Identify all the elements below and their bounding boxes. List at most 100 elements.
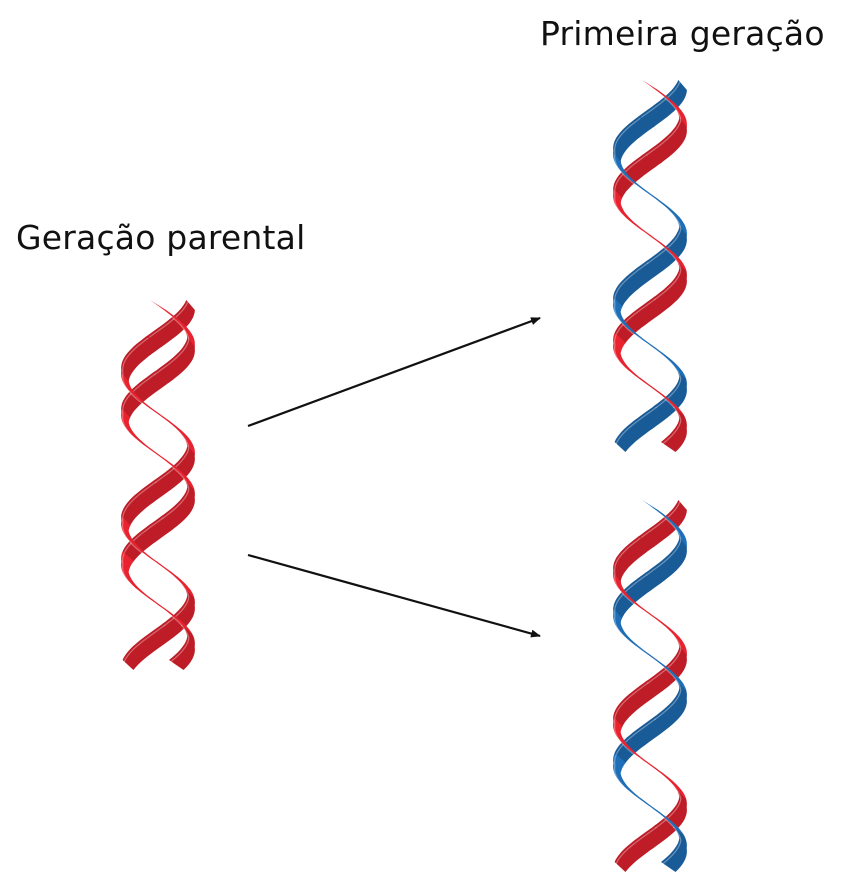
first-generation-label: Primeira geração [540, 14, 825, 53]
first-gen-bottom-strand-a-segment-highlight [613, 610, 638, 648]
first-gen-top-strand-a-segment-highlight [643, 81, 682, 120]
first-gen-top-strand-a-segment [626, 368, 685, 416]
first-gen-top-strand-b-segment [613, 296, 650, 344]
first-gen-bottom-strand-a-segment [613, 608, 651, 656]
arrow-to-bottom-molecule [247, 553, 541, 638]
first-gen-top-strand-a-segment [614, 296, 670, 344]
parental-generation-label: Geração parental [16, 218, 306, 257]
first-gen-bottom-strand-a-segment [613, 572, 663, 620]
first-gen-top-strand-b-segment-highlight [638, 81, 681, 120]
first-gen-top-strand-a-segment [661, 404, 687, 452]
parental-strand-b-segment-highlight [146, 301, 189, 340]
first-gen-bottom-strand-b-segment [613, 536, 655, 584]
arrow-to-top-molecule [247, 316, 541, 428]
parental-strand-b-segment [162, 587, 195, 635]
first-gen-bottom-strand-a-segment [661, 824, 687, 872]
parental-strand-a-segment-highlight [151, 301, 190, 340]
parental-strand-a-segment [169, 623, 195, 670]
first-gen-bottom-strand-b-segment-highlight [614, 682, 650, 720]
parental-strand-a-segment-highlight [153, 337, 190, 376]
first-gen-top-strand-b-segment-highlight [646, 226, 682, 264]
first-gen-bottom-strand-a-segment [626, 788, 685, 836]
first-gen-bottom-strand-b-segment-highlight [613, 718, 637, 757]
first-gen-bottom-strand-a-segment [613, 752, 643, 800]
first-gen-bottom-strand-b-segment-highlight [613, 537, 641, 576]
first-gen-top-strand-a-segment-highlight [662, 406, 682, 445]
parental-strand-a-segment-highlight [143, 445, 188, 483]
first-gen-bottom-strand-b-segment [654, 788, 687, 836]
parental-strand-b-segment-highlight [121, 337, 149, 375]
first-gen-bottom-strand-a-segment [653, 680, 687, 728]
parental-strand-b-segment-highlight [150, 409, 190, 447]
first-gen-top-strand-a-segment [613, 332, 643, 380]
first-gen-bottom-strand-b-segment-highlight [646, 646, 682, 684]
parental-strand-a-segment [161, 479, 195, 527]
parental-strand-b-segment-highlight [142, 552, 187, 591]
first-gen-top-strand-b-segment-highlight [642, 189, 682, 228]
first-gen-bottom-strand-a-segment-highlight [654, 682, 682, 721]
parental-strand-b-segment [121, 479, 172, 527]
parental-strand-a-segment-highlight [135, 588, 183, 627]
parental-strand-b-segment-highlight [121, 517, 145, 555]
first-gen-top-strand-a-segment-highlight [645, 118, 682, 156]
parental-strand-a-segment [121, 551, 151, 599]
first-gen-top-strand-b-segment-highlight [634, 334, 679, 373]
parental-strand-a-segment [134, 587, 193, 635]
first-gen-top-strand-a-segment-highlight [635, 225, 680, 264]
first-gen-top-strand-a-segment [644, 116, 687, 164]
parental-strand-a-segment-highlight [123, 516, 165, 555]
parental-strand-b-segment-highlight [123, 624, 166, 663]
parental-strand-b-segment-highlight [121, 373, 153, 412]
first-gen-bottom-strand-b-segment-highlight [613, 574, 645, 612]
first-gen-bottom-strand-b-segment-highlight [638, 501, 681, 540]
parental-strand-a-segment-highlight [121, 409, 146, 448]
first-gen-bottom-strand-a-segment [614, 716, 670, 764]
first-gen-top-strand-b-segment [654, 368, 687, 416]
first-gen-top-strand-a-segment [613, 188, 651, 236]
parental-strand-a-segment-highlight [170, 624, 190, 663]
first-gen-top-strand-b-segment [614, 404, 671, 452]
parental-strand-b-segment-highlight [154, 445, 190, 483]
first-gen-top-strand-a-segment-highlight [613, 334, 630, 373]
first-gen-bottom-strand-b-segment [637, 500, 687, 548]
first-gen-bottom-strand-a-segment-highlight [635, 645, 680, 684]
parental-strand-b-segment [121, 335, 163, 383]
parental-dna-helix [121, 300, 195, 670]
parental-strand-b-segment [122, 623, 179, 670]
first-gen-bottom-strand-b-segment-highlight [634, 754, 679, 793]
first-gen-top-strand-b-segment-highlight [655, 370, 682, 409]
parental-strand-b-segment [121, 515, 158, 563]
parental-strand-b-segment [145, 300, 195, 347]
first-gen-top-strand-b-segment-highlight [613, 298, 637, 337]
parental-strand-a-segment-highlight [121, 553, 138, 591]
first-gen-top-strand-b-segment-highlight [614, 262, 650, 300]
first-gen-top-strand-a-segment-highlight [615, 298, 657, 336]
first-gen-bottom-dna-helix [613, 500, 687, 872]
first-gen-top-strand-a-segment-highlight [654, 262, 682, 301]
first-gen-bottom-strand-b-segment-highlight [642, 609, 682, 648]
first-gen-top-strand-b-segment-highlight [613, 154, 645, 192]
first-gen-top-strand-b-segment [613, 260, 664, 308]
first-gen-top-strand-a-segment-highlight [627, 370, 675, 409]
parental-strand-a-segment [152, 335, 195, 383]
first-gen-bottom-strand-b-segment-highlight [655, 790, 682, 829]
parental-strand-b-segment-highlight [163, 588, 190, 627]
parental-strand-a-segment [121, 371, 171, 419]
first-gen-bottom-strand-a-segment [644, 536, 687, 584]
parental-strand-a-segment [122, 515, 178, 563]
first-gen-top-strand-b-segment-highlight [615, 406, 658, 445]
first-gen-top-strand-b-segment [637, 80, 687, 128]
first-gen-top-strand-b-segment-highlight [613, 117, 641, 156]
first-gen-top-strand-a-segment [613, 152, 663, 200]
first-gen-bottom-strand-b-segment [613, 680, 664, 728]
first-gen-bottom-strand-a-segment-highlight [643, 501, 682, 540]
first-gen-bottom-strand-a-segment-highlight [645, 538, 682, 576]
first-gen-bottom-strand-a-segment-highlight [613, 754, 630, 793]
first-gen-top-strand-a-segment [653, 260, 687, 308]
first-gen-top-dna-helix [613, 80, 687, 452]
first-gen-bottom-strand-a-segment-highlight [662, 826, 682, 865]
first-gen-bottom-strand-b-segment-highlight [615, 826, 658, 865]
parental-strand-a-segment [121, 407, 159, 455]
first-gen-bottom-strand-a-segment-highlight [615, 718, 657, 756]
